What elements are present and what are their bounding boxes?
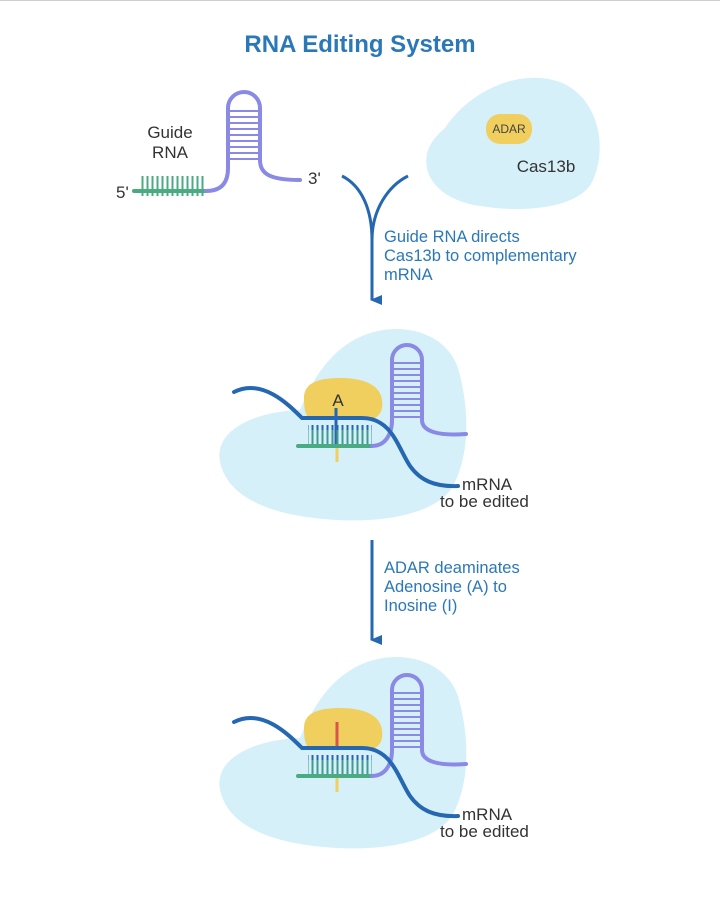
hairpin-rungs [230,108,258,162]
stage-components: Guide RNA 5' 3' ADAR Cas13b Guide RNA di… [116,77,600,305]
adar-enzyme [486,114,532,144]
guide-rna-hairpin [204,90,302,193]
guide-rna-label: Guide [147,123,192,142]
adar-enzyme [304,708,383,750]
cas13b-complex: ADAR Cas13b [426,77,600,209]
adar-label: ADAR [492,122,526,136]
hairpin-rungs [394,360,420,422]
adenosine-label: A [332,391,344,410]
stage-edited-complex: mRNA to be edited [219,657,529,849]
mrna-label: mRNA [462,475,513,494]
merge-arrow [341,174,409,305]
cas13b-shape [219,329,467,521]
to-be-edited-label: to be edited [440,822,529,841]
hairpin-rungs [394,690,420,752]
step-2-caption: ADAR deaminates Adenosine (A) to Inosine… [384,559,524,615]
page-title: RNA Editing System [244,31,475,58]
step-1-caption: Guide RNA directs Cas13b to complementar… [384,228,581,284]
guide-rna-label-2: RNA [152,143,189,162]
to-be-edited-label: to be edited [440,492,529,511]
guide-rna: Guide RNA 5' 3' [116,90,321,202]
guide-base-teeth [308,760,372,776]
guide-base-teeth [308,430,372,446]
cas13b-shape [219,657,467,849]
adar-enzyme [304,378,383,420]
mrna-strand [232,385,460,489]
five-prime-label: 5' [116,183,129,202]
top-border [0,0,720,1]
cas13b-label: Cas13b [517,157,576,176]
mrna-label: mRNA [462,805,513,824]
three-prime-label: 3' [308,169,321,188]
stage-bound-complex: A mRNA to be edited [219,329,529,521]
mrna-strand [232,715,460,819]
